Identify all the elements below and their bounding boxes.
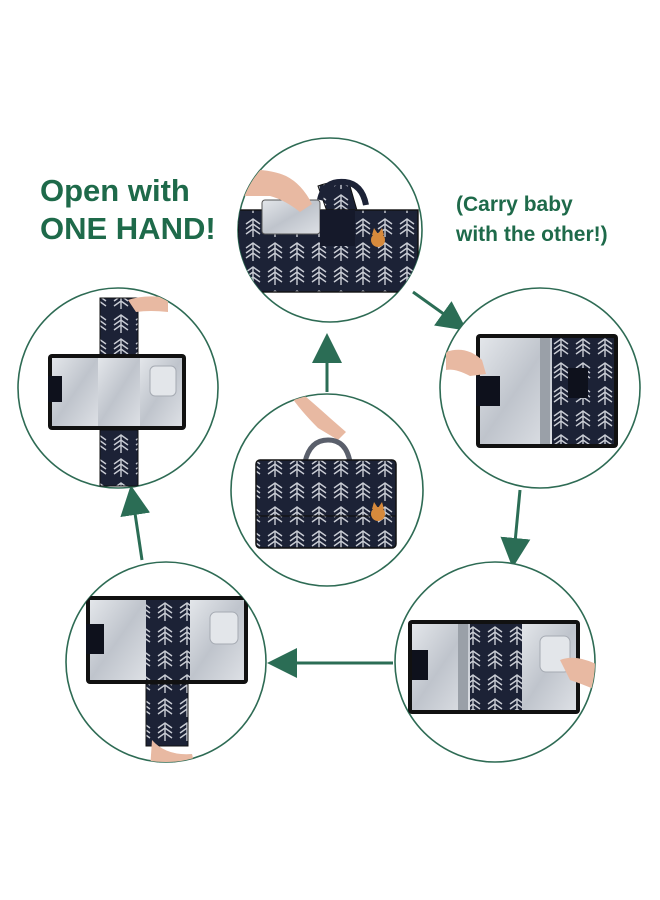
arrow-icon — [120, 485, 151, 561]
step-6-fully-open — [17, 287, 219, 489]
subline-line-1: (Carry baby — [456, 193, 573, 216]
subline: (Carry baby with the other!) — [456, 190, 608, 250]
headline-line-1: Open with — [40, 173, 190, 208]
step-1-carry-bag — [230, 393, 424, 587]
step-4-unfold-right — [394, 561, 596, 763]
headline-line-2: ONE HAND! — [40, 211, 216, 246]
subline-line-2: with the other!) — [456, 223, 608, 246]
step-5-pull-bottom — [65, 561, 267, 763]
handle-icon — [317, 178, 369, 206]
fox-icon — [371, 502, 385, 521]
arrow-icon — [412, 290, 468, 331]
step-2-grab-flap — [237, 137, 423, 323]
arrow-icon — [500, 489, 531, 568]
fox-icon — [371, 228, 385, 247]
headline: Open with ONE HAND! — [40, 172, 216, 248]
handle-icon — [302, 437, 353, 463]
step-3-flip-open — [439, 287, 641, 489]
step-arrows — [120, 290, 531, 678]
